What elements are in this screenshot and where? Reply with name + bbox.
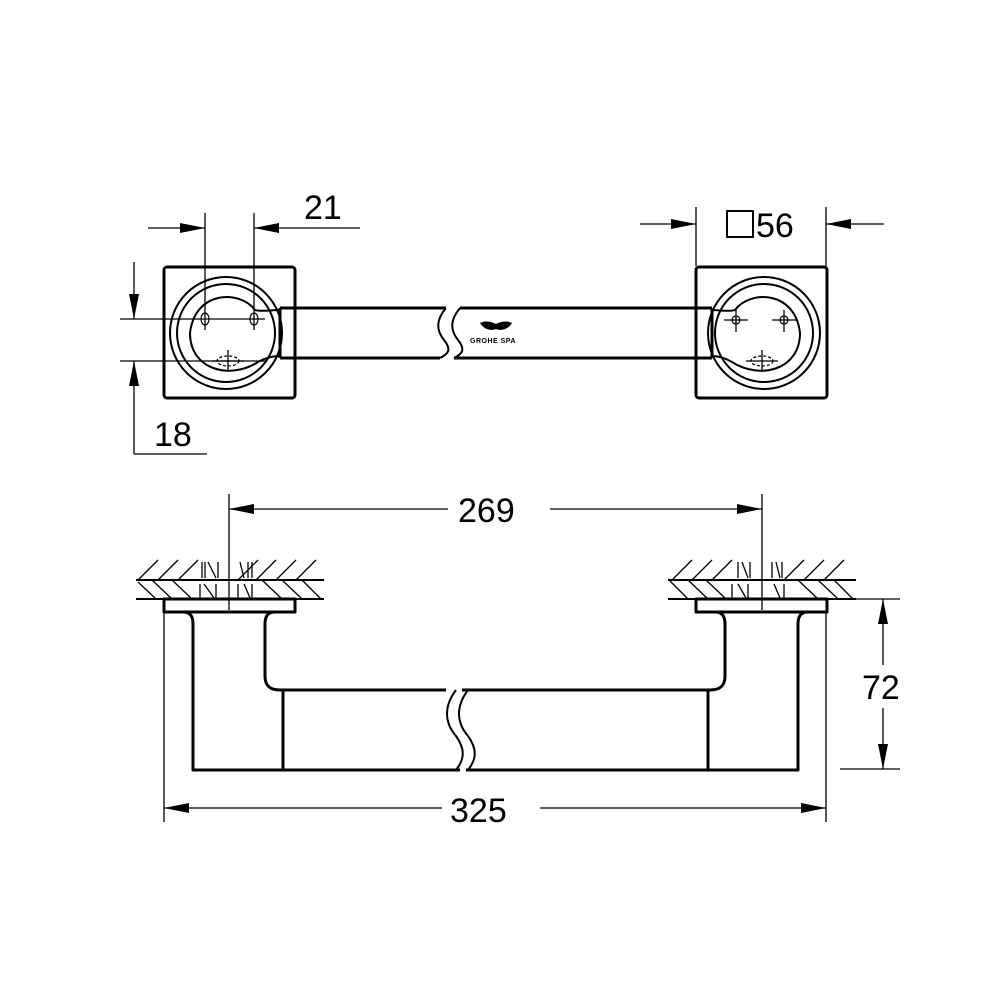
dim-label-21: 21 bbox=[304, 189, 342, 227]
dim-label-325: 325 bbox=[450, 792, 507, 830]
dimension-325: 325 bbox=[163, 612, 827, 830]
bar-section bbox=[283, 688, 710, 772]
right-mounting-holes bbox=[724, 310, 796, 372]
dim-label-18: 18 bbox=[154, 416, 192, 454]
dimension-72: 72 bbox=[828, 598, 900, 770]
dimension-18: 18 bbox=[120, 262, 265, 455]
right-bracket-section bbox=[694, 597, 829, 772]
dim-label-269: 269 bbox=[458, 492, 515, 530]
dim-label-56: 56 bbox=[756, 207, 794, 245]
dimension-56: 56 bbox=[640, 207, 884, 266]
dimension-21: 21 bbox=[148, 189, 360, 330]
section-view: 269 325 72 bbox=[136, 492, 900, 830]
left-mounting-holes bbox=[200, 312, 259, 372]
front-view: GROHE SPA bbox=[120, 189, 884, 455]
bar-front bbox=[280, 306, 712, 360]
left-wall-hatch bbox=[136, 559, 324, 600]
brand-logo: GROHE SPA bbox=[470, 321, 516, 345]
left-bracket-section bbox=[162, 597, 446, 772]
dimension-269: 269 bbox=[228, 492, 763, 610]
dim-label-72: 72 bbox=[862, 669, 900, 707]
brand-text: GROHE SPA bbox=[470, 338, 516, 345]
left-wall-plate bbox=[162, 265, 297, 400]
right-wall-plate bbox=[694, 265, 829, 400]
square-symbol-icon bbox=[726, 210, 754, 238]
